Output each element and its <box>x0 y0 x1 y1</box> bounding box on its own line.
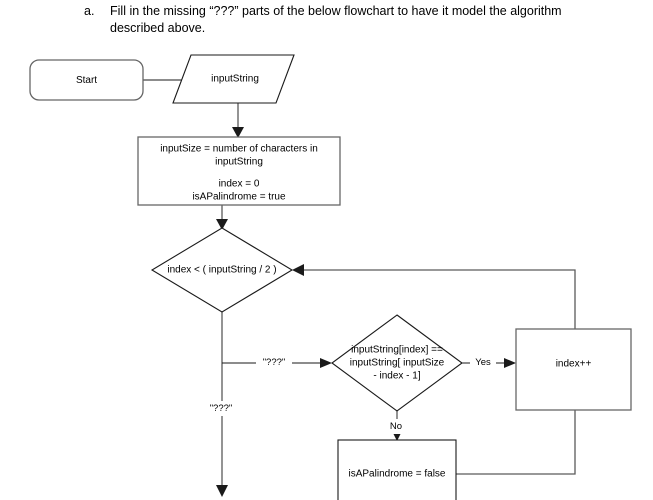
node-increment[interactable]: index++ <box>515 328 632 411</box>
node-initialize-line2: inputString <box>215 157 263 168</box>
question-prompt: a. Fill in the missing “???” parts of th… <box>84 3 604 37</box>
node-initialize-line1: inputSize = number of characters in <box>160 144 318 155</box>
question-row: a. Fill in the missing “???” parts of th… <box>84 3 604 37</box>
edge-label-missing-down-group: "???" <box>203 401 239 416</box>
node-set-false[interactable]: isAPalindrome = false <box>337 439 457 500</box>
node-compare-line3: - index - 1] <box>373 371 420 382</box>
edge-input-to-init <box>232 103 244 138</box>
node-initialize-line4: isAPalindrome = true <box>192 192 286 203</box>
edge-label-yes: Yes <box>475 357 491 368</box>
question-text: Fill in the missing “???” parts of the b… <box>110 4 562 35</box>
node-input-string[interactable]: inputString <box>172 54 295 104</box>
node-compare-condition[interactable]: inputString[index] == inputString[ input… <box>331 314 463 412</box>
node-initialize[interactable]: inputSize = number of characters in inpu… <box>137 136 341 206</box>
node-initialize-line3: index = 0 <box>219 179 260 190</box>
node-increment-label: index++ <box>556 359 592 370</box>
node-input-string-label: inputString <box>211 74 259 85</box>
node-start-label: Start <box>76 75 97 86</box>
node-start[interactable]: Start <box>29 59 144 101</box>
edge-label-missing-down: "???" <box>210 403 233 414</box>
edge-loop-false-trunk <box>216 312 228 497</box>
question-marker: a. <box>84 4 95 18</box>
node-loop-condition-label: index < ( inputString / 2 ) <box>167 265 276 276</box>
edge-init-to-loop <box>216 205 228 230</box>
node-set-false-label: isAPalindrome = false <box>349 469 446 480</box>
node-loop-condition[interactable]: index < ( inputString / 2 ) <box>150 227 294 313</box>
edge-label-no: No <box>390 421 402 432</box>
edge-label-no-group: No <box>383 419 409 434</box>
edge-label-missing-right-group: "???" <box>256 355 292 370</box>
node-compare-line1: inputString[index] == <box>351 345 443 356</box>
edge-increment-loopback <box>292 264 576 329</box>
edge-label-missing-right: "???" <box>263 357 286 368</box>
node-compare-line2: inputString[ inputSize <box>350 358 445 369</box>
edge-label-yes-group: Yes <box>470 355 496 370</box>
